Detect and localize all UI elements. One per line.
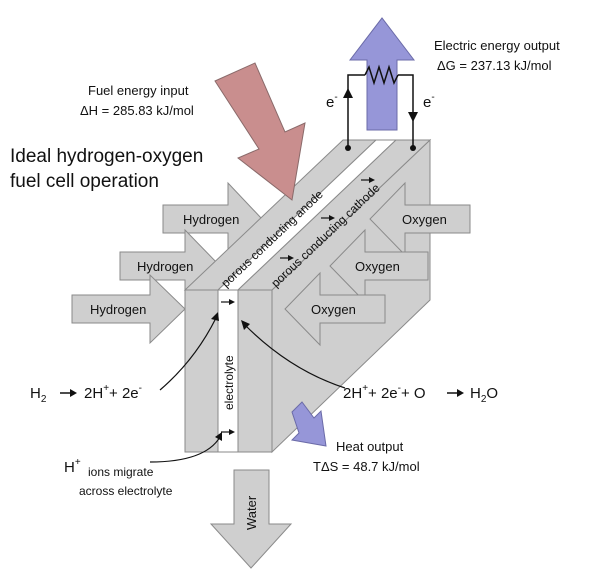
ion-pointer-line [149,436,221,463]
heat-output-value: TΔS = 48.7 kJ/mol [313,459,420,474]
electron-flow-arrows [343,88,418,122]
heat-output-label: Heat output [336,439,404,454]
ion-note-line1: ions migrate [88,465,154,479]
anode-reaction-rhs: 2H++ 2e- [84,383,142,402]
cathode-pointer-line [244,324,346,389]
cathode-pointer-head [241,320,250,330]
electron-right-label: e- [423,92,435,111]
hydrogen-arrow-top: Hydrogen [162,181,263,257]
title-line-2: fuel cell operation [10,171,159,192]
cathode-reaction: 2H++ 2e-+ O H2O [343,383,498,405]
hydrogen-label-bottom: Hydrogen [90,302,146,317]
anode-terminal [345,145,351,151]
oxygen-label-top: Oxygen [402,212,447,227]
anode-reaction-lhs: H2 [30,385,47,405]
external-circuit [347,64,414,148]
oxygen-label-middle: Oxygen [355,259,400,274]
water-output-arrow: Water [209,469,293,569]
oxygen-arrow-bottom: Oxygen [284,271,386,347]
oxygen-arrow-middle: Oxygen [329,228,429,304]
ion-pointer-head [215,432,222,441]
oxygen-arrow-top: Oxygen [369,181,471,257]
fuel-input-value: ΔH = 285.83 kJ/mol [80,103,194,118]
cathode-terminal [410,145,416,151]
heat-output-arrow [290,401,327,447]
hydrogen-arrow-bottom: Hydrogen [71,273,186,345]
fuel-input-label: Fuel energy input [88,83,189,98]
hydrogen-label-top: Hydrogen [183,212,239,227]
cathode-reaction-product: H2O [470,385,498,405]
anode-reaction: H2 2H++ 2e- [30,383,142,405]
cathode-front-face [237,289,273,453]
electron-left-label: e- [326,92,338,111]
proton-arrows [221,177,375,435]
electric-output-value: ΔG = 237.13 kJ/mol [437,58,552,73]
ion-note-h: H+ [64,457,81,476]
hydrogen-label-middle: Hydrogen [137,259,193,274]
oxygen-label-bottom: Oxygen [311,302,356,317]
anode-pointer-head [211,312,219,321]
anode-pointer-line [159,317,217,391]
electrolyte-label: electrolyte [222,355,236,410]
water-label: Water [244,495,259,530]
anode-front-face [184,289,219,453]
cathode-top-face [236,139,432,291]
ion-note-line2: across electrolyte [79,484,173,498]
title-line-1: Ideal hydrogen-oxygen [10,146,203,167]
electric-energy-arrow [348,17,416,131]
electric-output-label: Electric energy output [434,38,560,53]
cathode-reaction-left: 2H++ 2e-+ O [343,383,426,402]
fuel-energy-arrow [214,62,306,201]
